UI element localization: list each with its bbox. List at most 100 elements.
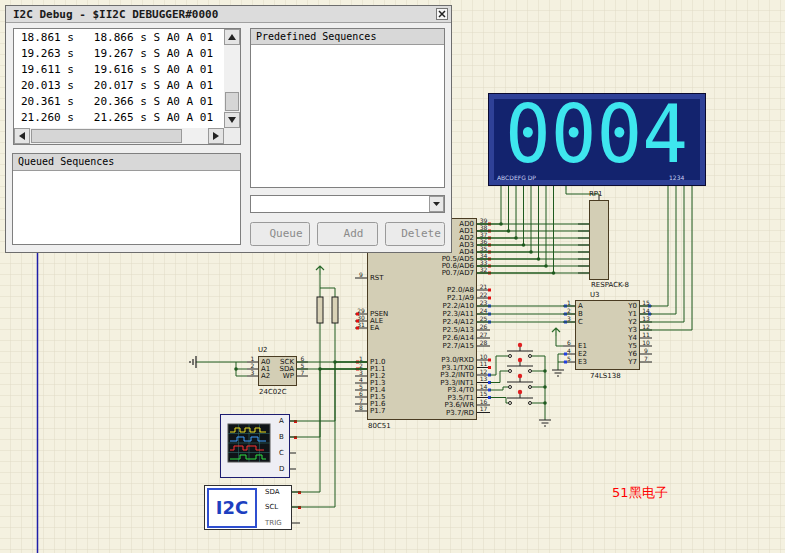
- resistor-symbol: [317, 297, 323, 323]
- log-row: 20.013 s 20.017 s S A0 A 01: [21, 79, 213, 93]
- log-row: 19.263 s 19.267 s S A0 A 01: [21, 47, 213, 61]
- push-button: [507, 347, 533, 405]
- oscilloscope: ABCD: [220, 414, 290, 478]
- oscilloscope-art: [230, 437, 266, 441]
- part-value: 24C02C: [259, 388, 287, 396]
- wire: [477, 186, 524, 245]
- pin-number: 4: [359, 377, 363, 383]
- wire: [532, 356, 546, 420]
- pin-number: 1: [567, 300, 571, 306]
- pin-name: A: [279, 417, 284, 425]
- wire: [477, 306, 575, 307]
- pin-number: 1: [251, 356, 255, 362]
- pin-number: 29: [357, 308, 365, 314]
- push-button: [529, 386, 532, 389]
- pin-number: 35: [480, 246, 488, 252]
- junction-dot: [543, 401, 547, 405]
- wire: [640, 186, 668, 306]
- wire: [477, 186, 531, 252]
- scrollbar: [209, 129, 224, 144]
- eeprom-chip: U224C02C: [258, 356, 297, 386]
- pin-number: 24: [480, 308, 488, 314]
- ground-symbol: [552, 370, 564, 376]
- pin-number: 3: [567, 316, 571, 322]
- push-button: Delete: [385, 222, 457, 246]
- panel-header: [251, 44, 444, 45]
- pin-number: 1: [359, 356, 363, 362]
- pin-number: 15: [480, 391, 488, 397]
- display-digits: 0004: [505, 95, 688, 175]
- button-label: Delete: [385, 222, 457, 246]
- scrollbar: [19, 132, 25, 140]
- pin-number: 7: [301, 370, 305, 376]
- oscilloscope-art: [230, 455, 266, 459]
- pin-number: 11: [642, 332, 650, 338]
- resistor-symbol: [317, 297, 338, 323]
- push-button: [529, 355, 532, 358]
- pin-number: 30: [357, 315, 365, 321]
- pin-number: 17: [480, 406, 488, 412]
- pin-number: 14: [480, 384, 488, 390]
- push-button: [509, 386, 512, 389]
- ground-symbol: [539, 420, 551, 426]
- oscilloscope-art: [220, 414, 290, 478]
- wire: [477, 186, 509, 231]
- pin-number: 9: [359, 272, 363, 278]
- dropdown: [433, 202, 440, 206]
- scrollbar: [15, 129, 30, 144]
- scrollbar: [226, 93, 239, 111]
- pin-number: 25: [480, 316, 488, 322]
- part-value: 80C51: [368, 422, 391, 430]
- panel-header: [13, 170, 240, 171]
- scrollbar: [225, 30, 240, 45]
- part-ref: RP1: [589, 190, 603, 198]
- part-ref: U3: [590, 291, 600, 299]
- dropdown: [430, 197, 444, 212]
- pin-number: 38: [480, 225, 488, 231]
- part-ref: U2: [258, 346, 268, 354]
- part-value: RESPACK-8: [591, 281, 629, 289]
- pin-names: 1234: [669, 174, 684, 182]
- pin-number: 21: [480, 284, 488, 290]
- power-terminal: [316, 266, 324, 275]
- pin-number: 37: [480, 232, 488, 238]
- push-button: Add: [317, 222, 390, 246]
- scrollbar: [213, 132, 219, 140]
- pin-number: 12: [480, 369, 488, 375]
- scrollbar: [228, 117, 236, 123]
- pin-number: 10: [642, 340, 650, 346]
- instrument-badge: I2C: [207, 488, 257, 528]
- log-list: [14, 29, 241, 145]
- i2c-debugger: I2CSDASCLTRIG: [204, 485, 292, 530]
- debug-window: I2C Debug - $II2C DEBUGGER#000018.861 s …: [5, 5, 452, 253]
- pin-number: 33: [480, 260, 488, 266]
- pin-number: 2: [359, 363, 363, 369]
- pin-number: 32: [480, 267, 488, 273]
- scrollbar: [14, 128, 224, 144]
- button-knob: [518, 343, 522, 347]
- push-button: [529, 402, 532, 405]
- pin-number: 10: [480, 354, 488, 360]
- resistor-symbol: [332, 297, 338, 323]
- wire: [477, 186, 546, 266]
- push-button: [507, 347, 533, 403]
- power-terminal: [552, 328, 560, 336]
- pin-number: 2: [567, 308, 571, 314]
- watermark: 51黑电子: [612, 485, 668, 501]
- button-label: Queue: [250, 222, 322, 246]
- sequence-panel: Predefined Sequences: [250, 28, 445, 188]
- wire: [640, 186, 684, 322]
- wire: [477, 314, 575, 315]
- oscilloscope-art: [230, 428, 266, 432]
- pin-name: D: [279, 465, 284, 473]
- button-knob: [518, 343, 522, 394]
- pin-number: 3: [359, 370, 363, 376]
- wire: [292, 369, 367, 492]
- wire: [477, 322, 575, 323]
- pin-number: 5: [301, 363, 305, 369]
- scrollbar: [224, 128, 240, 144]
- pin-number: 26: [480, 324, 488, 330]
- pin-number: 27: [480, 332, 488, 338]
- dropdown: [251, 196, 445, 213]
